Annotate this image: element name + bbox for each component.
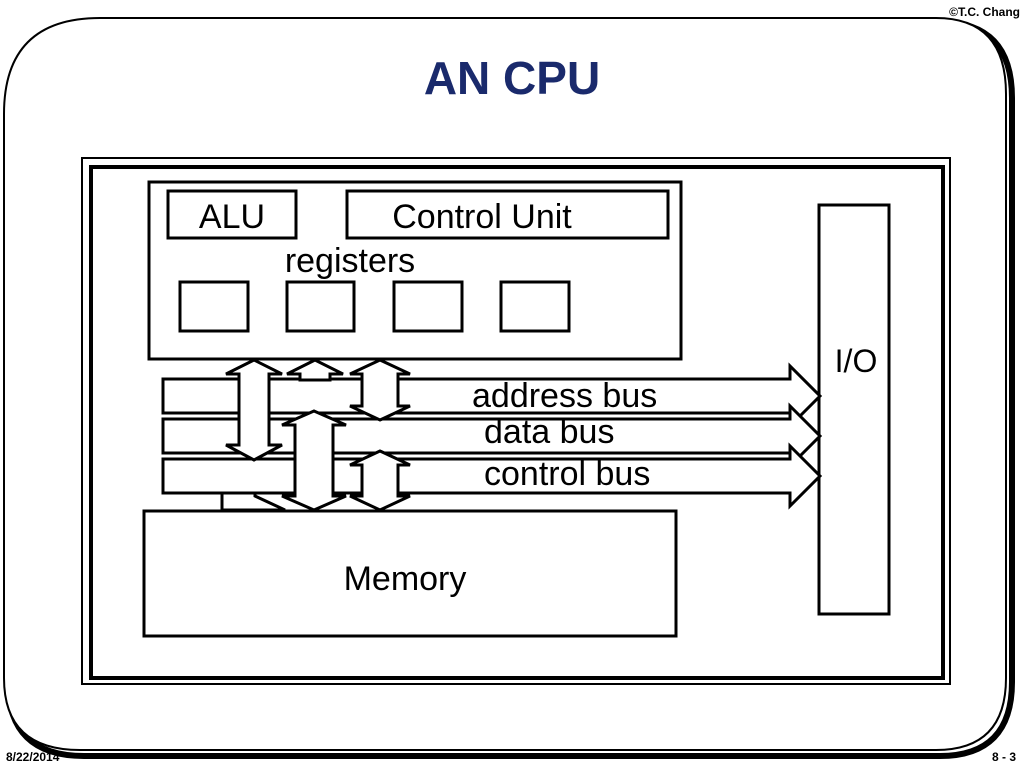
register-box <box>285 280 356 333</box>
alu-box <box>166 189 298 240</box>
memory-label: Memory <box>344 560 467 598</box>
control-bus-label: control bus <box>484 455 650 493</box>
register-box <box>178 280 250 333</box>
address-bus-label: address bus <box>472 377 657 415</box>
copyright-notice: ©T.C. Chang <box>949 5 1020 19</box>
control-unit-label: Control Unit <box>392 198 572 236</box>
register-box <box>392 280 464 333</box>
memory-address-bus-connector <box>281 409 347 512</box>
register-box <box>499 280 571 333</box>
alu-label: ALU <box>199 198 265 236</box>
cpu-box <box>147 180 683 361</box>
cpu-address-bus-connector <box>225 358 283 462</box>
diagram-inner-border <box>89 165 945 680</box>
slide-number: 8 - 3 <box>991 750 1016 764</box>
slide-date: 8/22/2014 <box>6 750 60 764</box>
control-unit-box <box>345 189 670 240</box>
slide-title: AN CPU <box>423 52 601 104</box>
io-box <box>817 203 891 616</box>
diagram-outer-border <box>81 157 951 685</box>
io-label: I/O <box>835 343 878 379</box>
data-bus-label: data bus <box>484 413 614 451</box>
cpu-data-bus-connector <box>286 358 344 382</box>
registers-label: registers <box>285 242 415 280</box>
memory-data-bus-connector <box>220 491 286 512</box>
cpu-control-bus-connector <box>349 358 411 422</box>
memory-box <box>142 509 678 638</box>
memory-control-bus-connector <box>349 449 411 512</box>
